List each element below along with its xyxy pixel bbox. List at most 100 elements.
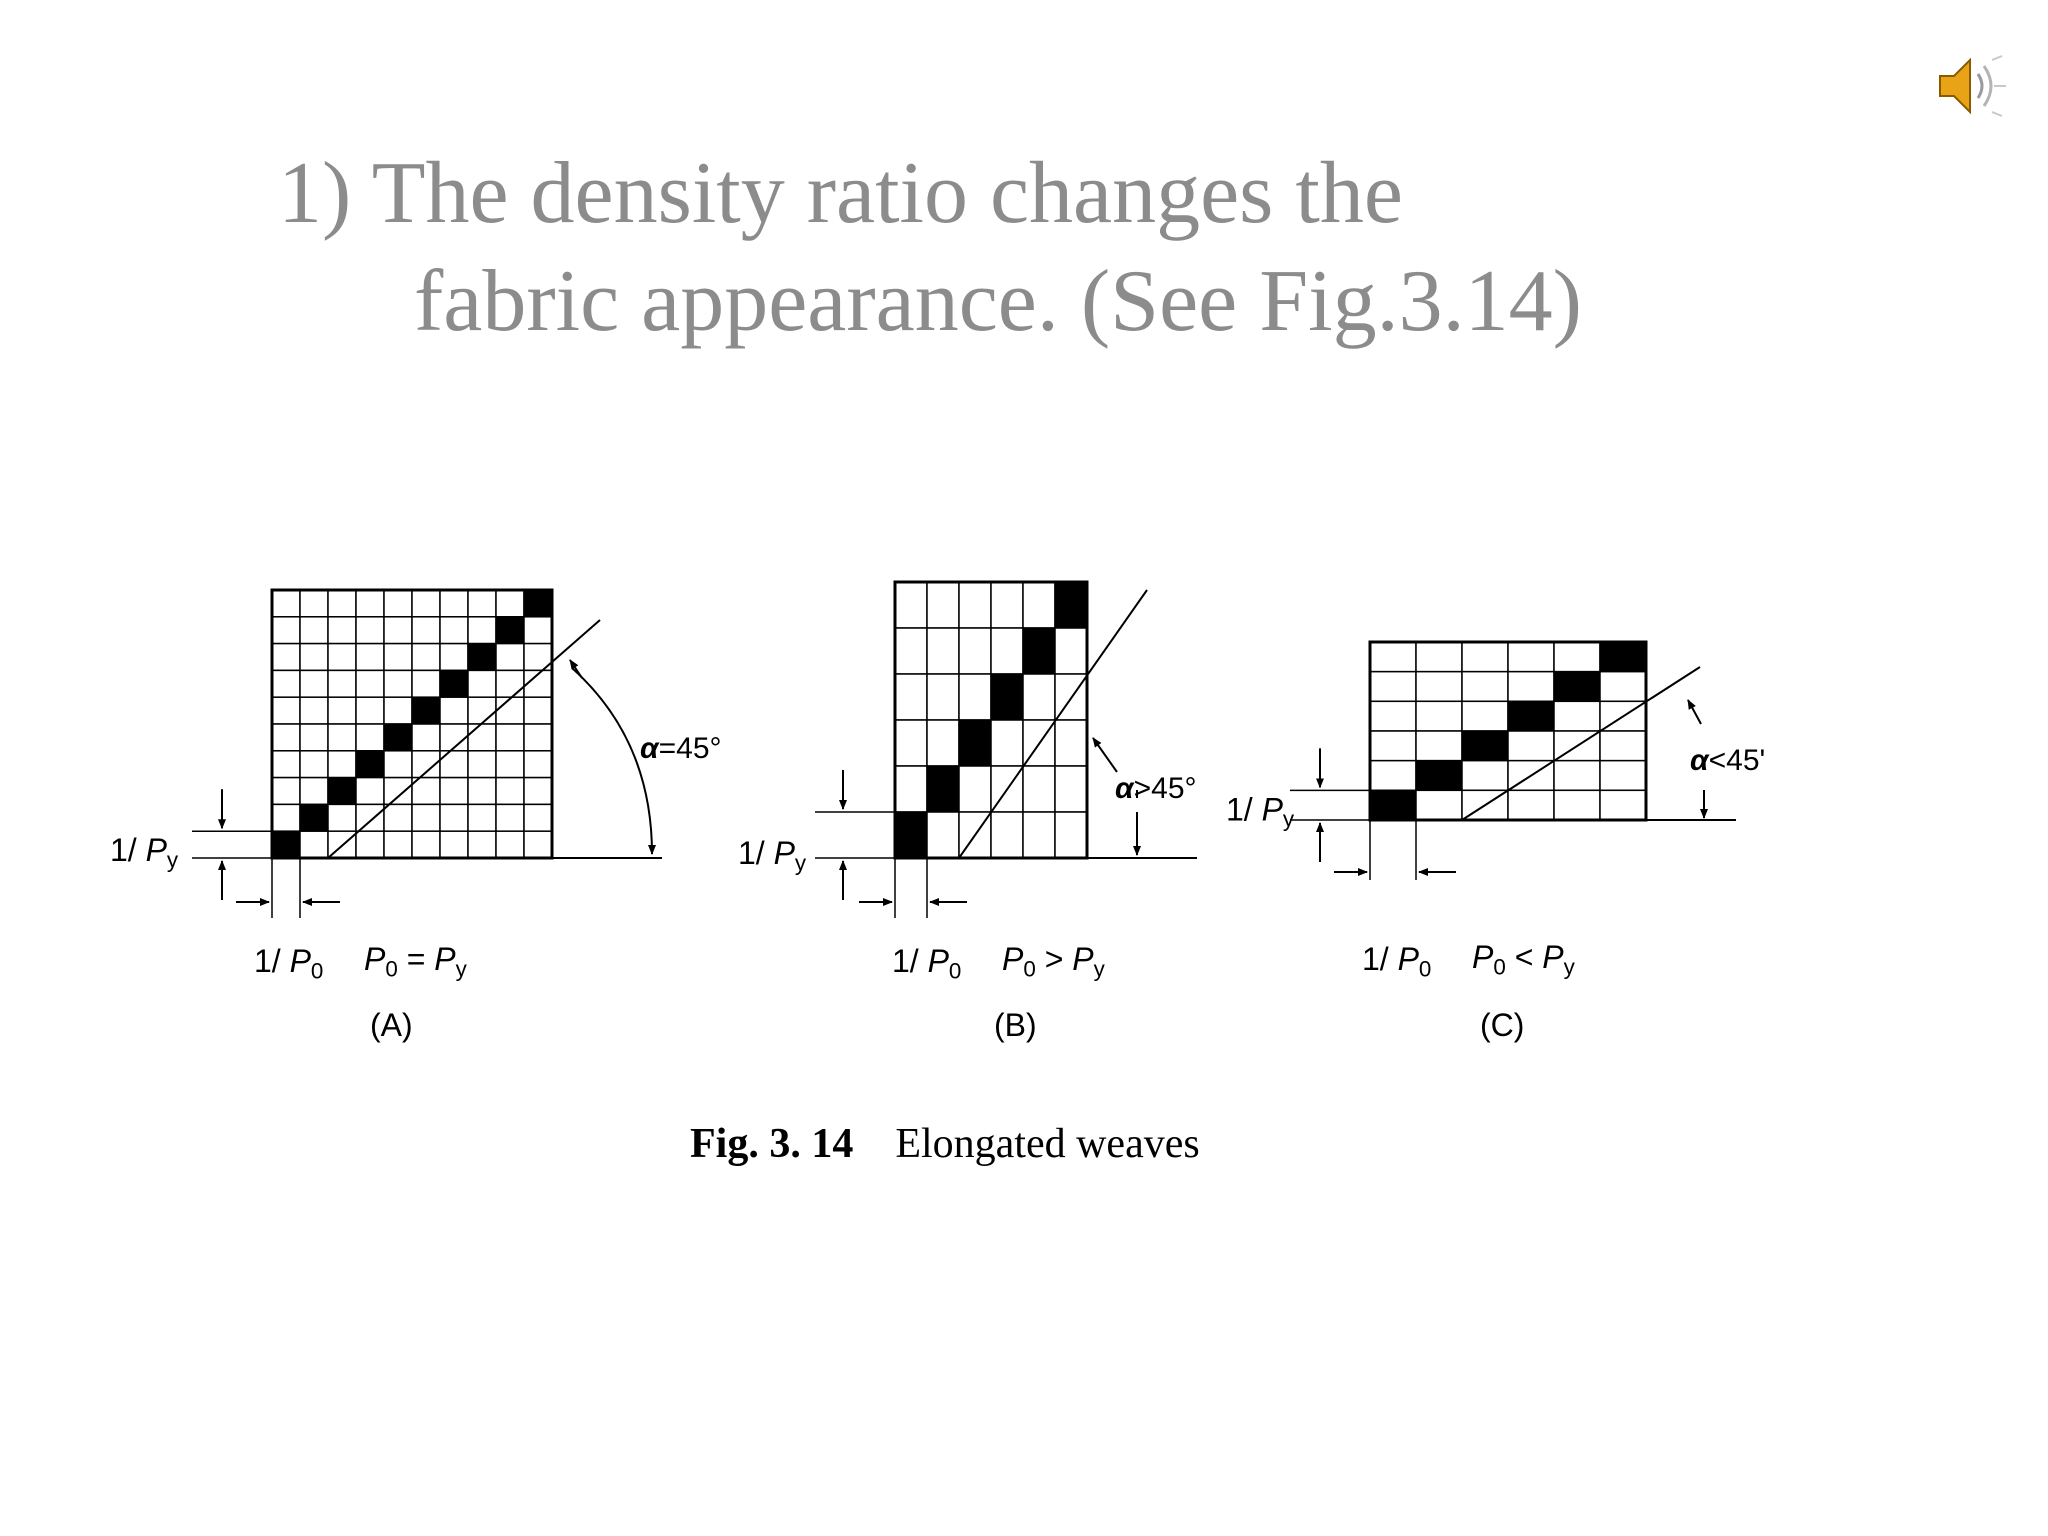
grid-cell bbox=[894, 765, 928, 813]
grid-cell bbox=[894, 673, 928, 721]
grid-cell bbox=[327, 750, 357, 779]
weave-grid bbox=[271, 589, 553, 859]
grid-cell bbox=[1022, 581, 1056, 629]
grid-cell bbox=[299, 776, 329, 806]
grid-cell bbox=[958, 627, 992, 675]
grid-cell bbox=[271, 696, 301, 725]
grid-cell bbox=[271, 589, 301, 618]
grid-cell bbox=[1369, 759, 1417, 792]
speaker-icon[interactable] bbox=[1926, 50, 2008, 122]
grid-cell bbox=[411, 616, 441, 645]
grid-cell bbox=[467, 669, 497, 698]
py-label: 1/ Py bbox=[1226, 791, 1295, 831]
grid-cell bbox=[271, 616, 301, 645]
grid-cell bbox=[467, 803, 497, 832]
grid-cell bbox=[495, 669, 525, 698]
grid-cell bbox=[355, 696, 385, 725]
grid-cell bbox=[299, 616, 329, 645]
angle-arc bbox=[571, 667, 656, 855]
grid-cell bbox=[355, 589, 385, 618]
grid-cell bbox=[355, 616, 385, 645]
ratio-label: P0 = Py bbox=[364, 941, 468, 981]
grid-cell bbox=[1054, 765, 1088, 813]
grid-cell bbox=[467, 830, 497, 859]
filled-cell bbox=[1022, 627, 1056, 675]
grid-cell bbox=[383, 589, 413, 618]
filled-cell bbox=[1599, 641, 1647, 673]
grid-cell bbox=[439, 589, 469, 618]
grid-cell bbox=[439, 776, 469, 806]
grid-cell bbox=[355, 723, 385, 752]
filled-cell bbox=[1369, 789, 1417, 821]
grid-cell bbox=[327, 696, 357, 725]
grid-cell bbox=[467, 696, 497, 725]
py-label: 1/ Py bbox=[110, 832, 179, 872]
grid-cell bbox=[355, 669, 385, 698]
grid-cell bbox=[383, 750, 413, 779]
py-label: 1/ Py bbox=[738, 835, 807, 875]
grid-cell bbox=[1369, 730, 1417, 762]
grid-cell bbox=[355, 830, 385, 859]
grid-cell bbox=[1054, 811, 1088, 859]
grid-border bbox=[1368, 640, 1648, 822]
grid-cell bbox=[355, 803, 385, 832]
grid-cell bbox=[926, 811, 960, 859]
grid-cell bbox=[383, 830, 413, 859]
twill-line bbox=[958, 589, 1148, 859]
grid-cell bbox=[958, 581, 992, 629]
grid-cell bbox=[1415, 730, 1463, 762]
grid-cell bbox=[495, 696, 525, 725]
filled-cell bbox=[383, 723, 413, 752]
filled-cell bbox=[958, 719, 992, 767]
grid-cell bbox=[926, 719, 960, 767]
grid-cell bbox=[495, 803, 525, 832]
grid-border bbox=[270, 588, 554, 860]
filled-cell bbox=[495, 616, 525, 645]
filled-cell bbox=[1415, 759, 1463, 792]
grid-cell bbox=[271, 750, 301, 779]
angle-label: α>45° bbox=[1115, 772, 1197, 805]
grid-cell bbox=[271, 776, 301, 806]
grid-cell bbox=[383, 776, 413, 806]
angle-arrow bbox=[569, 659, 583, 679]
grid-cell bbox=[1054, 719, 1088, 767]
filled-cell bbox=[327, 776, 357, 806]
grid-cell bbox=[411, 669, 441, 698]
grid-cell bbox=[1369, 700, 1417, 732]
twill-line bbox=[1461, 666, 1701, 821]
grid-cell bbox=[958, 673, 992, 721]
grid-cell bbox=[355, 642, 385, 672]
angle-label: α<45' bbox=[1690, 744, 1765, 777]
grid-cell bbox=[523, 750, 553, 779]
filled-cell bbox=[1507, 700, 1555, 732]
grid-cell bbox=[439, 616, 469, 645]
grid-cell bbox=[1022, 811, 1056, 859]
filled-cell bbox=[271, 830, 301, 859]
grid-cell bbox=[327, 723, 357, 752]
grid-cell bbox=[1461, 700, 1509, 732]
grid-cell bbox=[1415, 789, 1463, 821]
grid-cell bbox=[383, 696, 413, 725]
twill-line bbox=[327, 619, 601, 859]
grid-cell bbox=[299, 669, 329, 698]
filled-cell bbox=[523, 589, 553, 618]
grid-cell bbox=[523, 830, 553, 859]
grid-cell bbox=[327, 669, 357, 698]
grid-cell bbox=[1553, 641, 1601, 673]
grid-cell bbox=[383, 803, 413, 832]
grid-cell bbox=[1599, 789, 1647, 821]
grid-cell bbox=[523, 776, 553, 806]
panel-label: (C) bbox=[1480, 1007, 1524, 1043]
grid-cell bbox=[1369, 670, 1417, 703]
grid-cell bbox=[383, 642, 413, 672]
grid-cell bbox=[1415, 700, 1463, 732]
filled-cell bbox=[990, 673, 1024, 721]
grid-cell bbox=[299, 830, 329, 859]
grid-cell bbox=[271, 669, 301, 698]
filled-cell bbox=[894, 811, 928, 859]
grid-cell bbox=[926, 673, 960, 721]
grid-cell bbox=[1415, 641, 1463, 673]
grid-cell bbox=[271, 642, 301, 672]
